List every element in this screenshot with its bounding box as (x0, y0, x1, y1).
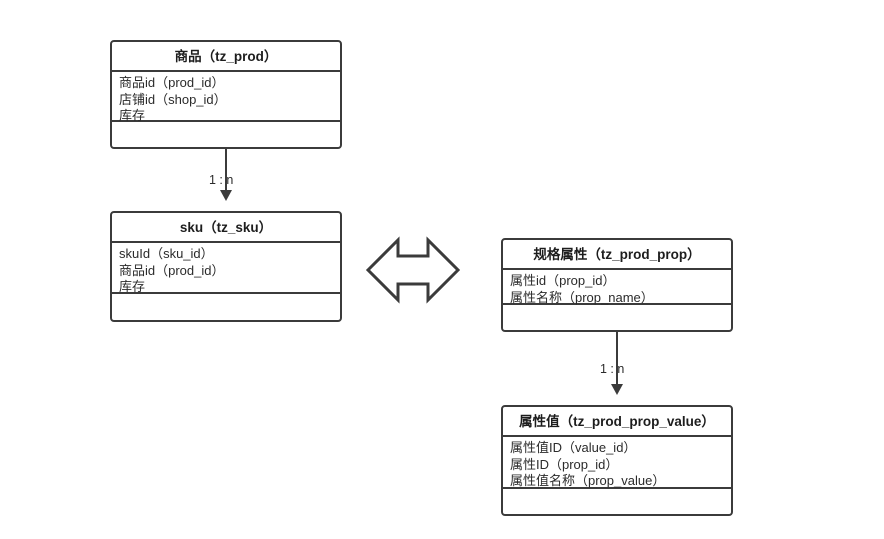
attribute-row: 库存 (119, 108, 146, 123)
entity-methods-tz-prod (112, 122, 340, 147)
entity-attributes-tz-sku: skuId（sku_id） 商品id（prod_id） 库存 (112, 243, 340, 294)
relation-label-prod-to-sku: 1 : n (209, 173, 234, 187)
entity-attributes-tz-prod-prop-value: 属性值ID（value_id） 属性ID（prop_id） 属性值名称（prop… (503, 437, 731, 489)
entity-title-tz-prod-prop-value: 属性值（tz_prod_prop_value） (503, 407, 731, 437)
entity-attributes-tz-prod: 商品id（prod_id） 店铺id（shop_id） 库存 (112, 72, 340, 123)
attribute-row: 属性ID（prop_id） (510, 456, 619, 472)
entity-box-tz-prod-prop-value[interactable]: 属性值（tz_prod_prop_value） 属性值ID（value_id） … (501, 405, 733, 516)
entity-methods-tz-sku (112, 294, 340, 320)
attribute-row: 属性名称（prop_name） (510, 289, 654, 305)
attribute-row: 库存 (119, 279, 146, 294)
entity-box-tz-sku[interactable]: sku（tz_sku） skuId（sku_id） 商品id（prod_id） … (110, 211, 342, 322)
entity-title-tz-sku: sku（tz_sku） (112, 213, 340, 243)
entity-box-tz-prod-prop[interactable]: 规格属性（tz_prod_prop） 属性id（prop_id） 属性名称（pr… (501, 238, 733, 332)
entity-title-tz-prod-prop: 规格属性（tz_prod_prop） (503, 240, 731, 270)
attribute-row: skuId（sku_id） (119, 246, 214, 261)
entity-attributes-tz-prod-prop: 属性id（prop_id） 属性名称（prop_name） (503, 270, 731, 305)
attribute-row: 属性id（prop_id） (510, 273, 616, 288)
connector-arrowhead-prod-to-sku (220, 190, 232, 201)
connector-line-prop-to-prop-value (616, 330, 618, 384)
attribute-row: 属性值名称（prop_value） (510, 473, 666, 488)
attribute-row: 商品id（prod_id） (119, 262, 225, 278)
relation-label-prop-to-prop-value: 1 : n (600, 362, 625, 376)
entity-box-tz-prod[interactable]: 商品（tz_prod） 商品id（prod_id） 店铺id（shop_id） … (110, 40, 342, 149)
connector-line-prod-to-sku (225, 147, 227, 190)
double-headed-arrow-icon (366, 236, 460, 304)
entity-title-tz-prod: 商品（tz_prod） (112, 42, 340, 72)
attribute-row: 商品id（prod_id） (119, 75, 225, 90)
connector-arrowhead-prop-to-prop-value (611, 384, 623, 395)
entity-methods-tz-prod-prop-value (503, 489, 731, 514)
entity-methods-tz-prod-prop (503, 305, 731, 330)
attribute-row: 属性值ID（value_id） (510, 440, 637, 455)
attribute-row: 店铺id（shop_id） (119, 91, 227, 107)
